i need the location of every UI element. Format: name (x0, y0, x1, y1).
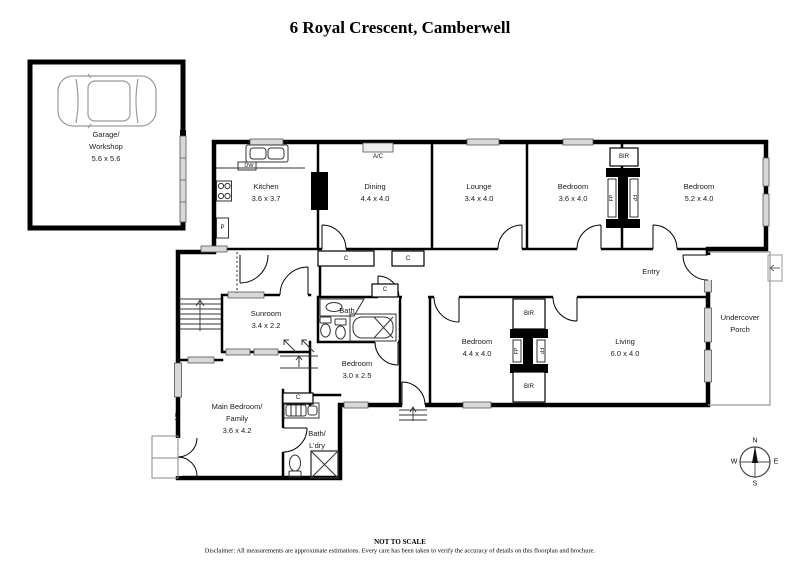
cupboard-marker: C (382, 287, 388, 293)
cupboard-boxes (282, 147, 639, 405)
entry-arrow-icon (767, 254, 783, 282)
air-conditioner-marker: A/C (175, 412, 181, 422)
air-conditioner-marker: A/C (372, 154, 384, 160)
room-label-lounge: Lounge 3.4 x 4.0 (464, 182, 494, 203)
fireplace-marker: FP (631, 194, 637, 202)
built-in-robe-marker: BIR (618, 154, 630, 160)
built-in-robe-marker: BIR (523, 311, 535, 317)
fireplace-marker: FP (609, 194, 615, 202)
fireplace-marker: FP (514, 347, 520, 355)
cupboard-marker: C (295, 395, 301, 401)
compass-west-label: W (730, 458, 738, 466)
dishwasher-marker: DW (244, 163, 254, 169)
room-label-living: Living 6.0 x 4.0 (610, 337, 640, 358)
stairs (179, 298, 221, 331)
room-label-garage: Garage/ Workshop 5.6 x 5.6 (89, 130, 123, 163)
room-label-bath: Bath (339, 306, 355, 315)
compass-south-label: S (752, 480, 758, 488)
west-porch-outline (151, 435, 179, 479)
windows (174, 135, 770, 409)
room-label-bedroom3: Bedroom 3.0 x 2.5 (341, 359, 373, 380)
room-label-bedroom1: Bedroom 3.6 x 4.0 (557, 182, 589, 203)
fireplace-marker: FP (538, 347, 544, 355)
cupboard-marker: C (343, 256, 349, 262)
back-steps (399, 406, 427, 421)
page-title: 6 Royal Crescent, Camberwell (289, 18, 511, 37)
cupboard-marker: C (405, 256, 411, 262)
room-label-sunroom: Sunroom 3.4 x 2.2 (250, 309, 282, 330)
room-label-bath-laundry: Bath/ L'dry (308, 429, 326, 450)
car-icon (57, 73, 157, 129)
door-swings (177, 224, 709, 477)
firebox-niches (512, 178, 639, 363)
fireplace-blocks (180, 130, 640, 373)
robe-symbols (280, 339, 318, 369)
room-label-bedroom2: Bedroom 5.2 x 4.0 (683, 182, 715, 203)
pantry-marker: P (220, 225, 225, 231)
room-label-porch: Undercover Porch (720, 313, 760, 334)
laundry-fixtures (283, 402, 339, 479)
room-label-entry: Entry (642, 267, 660, 276)
disclaimer-text: Disclaimer: All measurements are approxi… (204, 547, 596, 555)
built-in-robe-marker: BIR (523, 384, 535, 390)
room-label-kitchen: Kitchen 3.6 x 3.7 (251, 182, 281, 203)
compass-icon (739, 446, 771, 478)
room-label-main-bedroom: Main Bedroom/ Family 3.6 x 4.2 (211, 402, 263, 435)
bath-fixtures (319, 298, 397, 342)
not-to-scale-note: NOT TO SCALE (374, 538, 426, 546)
undercover-porch-outline (708, 251, 771, 406)
room-label-dining: Dining 4.4 x 4.0 (360, 182, 390, 203)
compass-east-label: E (773, 458, 779, 466)
compass-north-label: N (752, 437, 758, 445)
garage-walls (27, 59, 186, 231)
kitchen-fixtures (216, 144, 305, 239)
room-label-bedroom4: Bedroom 4.4 x 4.0 (461, 337, 493, 358)
